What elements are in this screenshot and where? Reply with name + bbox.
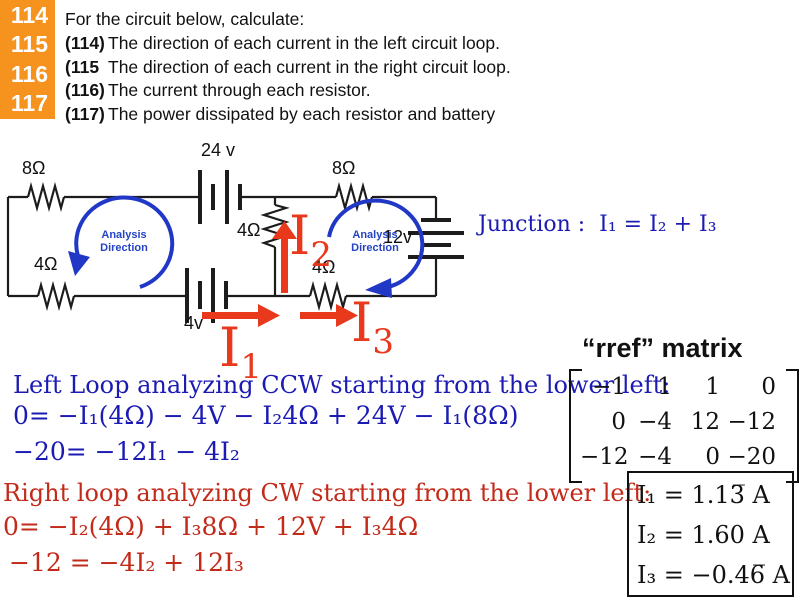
right-loop-arrowhead-icon	[365, 278, 392, 298]
current-subscript: 2	[310, 234, 332, 275]
battery-24v-label: 24 v	[201, 140, 236, 160]
question-line-number: (114)	[65, 33, 105, 53]
analysis-direction-left-label: Analysis Direction	[85, 229, 163, 255]
resistor-4ohm-middle	[260, 203, 290, 249]
current-i3-arrow-icon	[300, 304, 358, 327]
current-i1-label: I1	[219, 321, 262, 384]
analysis-direction-line1: Analysis	[352, 229, 398, 241]
question-line-text: The current through each resistor.	[108, 80, 371, 100]
circuit-diagram	[6, 170, 464, 327]
question-line: (117)The power dissipated by each resist…	[65, 104, 495, 125]
current-subscript: 1	[240, 346, 262, 387]
question-line-text: The direction of each current in the rig…	[108, 57, 511, 77]
analysis-direction-right-label: Analysis Direction	[336, 229, 414, 255]
question-number: 114	[10, 2, 48, 29]
intro-text: For the circuit below, calculate:	[65, 9, 305, 29]
matrix-cell: 0	[705, 444, 720, 470]
battery-12v	[408, 218, 464, 259]
matrix-left-bracket	[569, 369, 582, 483]
resistor-8ohm-left-label: 8Ω	[22, 158, 46, 178]
current-i2-label: I2	[289, 209, 332, 272]
matrix-cell: 12	[690, 409, 720, 435]
rref-matrix: −1 1 1 0 0 −4 12 −12 −12 −4 0 −20	[580, 374, 776, 479]
battery-4v	[185, 268, 228, 323]
result-i3: I₃ = −0.46̅ A	[637, 561, 790, 589]
matrix-cell: −4	[638, 444, 672, 470]
resistor-4ohm-left	[36, 280, 76, 312]
analysis-direction-line2: Direction	[351, 242, 399, 254]
right-loop-equation-1: 0= −I₂(4Ω) + I₃8Ω + 12V + I₃4Ω	[3, 512, 419, 541]
resistor-8ohm-right-label: 8Ω	[332, 158, 356, 178]
matrix-cell: −20	[727, 444, 776, 470]
matrix-right-bracket	[786, 369, 799, 483]
battery-12v-label: 12v	[383, 227, 413, 247]
current-i3-label: I3	[351, 296, 394, 359]
matrix-cell: 1	[705, 374, 720, 400]
question-number: 115	[10, 31, 48, 58]
resistor-4ohm-middle-label: 4Ω	[237, 220, 261, 240]
resistor-4ohm-right-label: 4Ω	[312, 257, 336, 277]
analysis-direction-line1: Analysis	[101, 229, 147, 241]
current-i2-arrow-icon	[272, 221, 297, 293]
current-symbol: I	[289, 204, 311, 267]
resistor-4ohm-right	[308, 280, 348, 312]
battery-4v-label: 4v	[184, 313, 204, 333]
matrix-cell: −12	[727, 409, 776, 435]
result-i1: I₁ = 1.13̅ A	[637, 481, 770, 509]
right-loop-equation-2: −12 = −4I₂ + 12I₃	[9, 548, 244, 577]
left-loop-equation-2: −20= −12I₁ − 4I₂	[13, 437, 240, 466]
analysis-direction-line2: Direction	[100, 242, 148, 254]
left-loop-ccw-arrow	[74, 195, 175, 289]
right-loop-cw-arrow	[327, 198, 425, 290]
resistor-4ohm-left-label: 4Ω	[34, 254, 58, 274]
matrix-cell: 1	[657, 374, 672, 400]
left-loop-arrowhead-icon	[68, 251, 90, 276]
battery-24v	[198, 170, 242, 224]
current-symbol: I	[219, 316, 241, 379]
question-number: 116	[10, 60, 48, 87]
question-line-number: (117)	[65, 104, 105, 124]
matrix-cell: 0	[611, 409, 626, 435]
question-number-badge: 114 115 116 117	[0, 0, 55, 119]
question-line-text: The power dissipated by each resistor an…	[108, 104, 496, 124]
resistor-8ohm-right	[334, 181, 374, 213]
question-line: (116)The current through each resistor.	[65, 80, 371, 101]
current-symbol: I	[351, 291, 373, 354]
left-loop-title: Left Loop analyzing CCW starting from th…	[13, 371, 671, 399]
resistor-8ohm-left	[26, 181, 66, 213]
question-line: (115 The direction of each current in the…	[65, 57, 511, 78]
rref-matrix-title: “rref” matrix	[582, 333, 743, 363]
current-i1-arrow-icon	[202, 304, 280, 327]
right-loop-title: Right loop analyzing CW starting from th…	[3, 479, 652, 507]
question-line-number: (116)	[65, 80, 105, 100]
question-line: (114)The direction of each current in th…	[65, 33, 500, 54]
question-line-text: The direction of each current in the lef…	[108, 33, 501, 53]
result-i2: I₂ = 1.60 A	[637, 521, 770, 549]
current-subscript: 3	[372, 321, 394, 362]
matrix-cell: 0	[761, 374, 776, 400]
matrix-cell: −4	[638, 409, 672, 435]
matrix-cell: −1	[592, 374, 626, 400]
left-loop-equation-1: 0= −I₁(4Ω) − 4V − I₂4Ω + 24V − I₁(8Ω)	[13, 401, 519, 430]
question-number: 117	[10, 89, 48, 116]
junction-equation: Junction : I₁ = I₂ + I₃	[478, 212, 717, 237]
question-line-number: (115	[65, 57, 100, 77]
matrix-cell: −12	[580, 444, 629, 470]
current-results-box: I₁ = 1.13̅ A I₂ = 1.60 A I₃ = −0.46̅ A	[627, 471, 794, 597]
